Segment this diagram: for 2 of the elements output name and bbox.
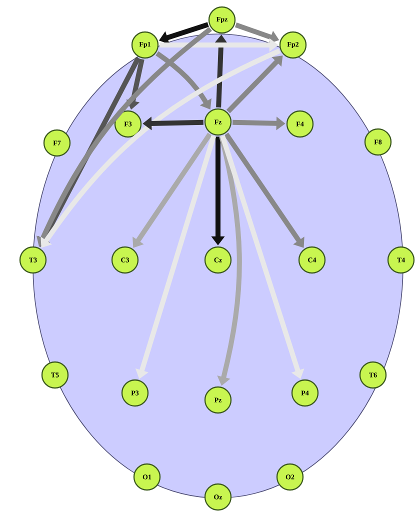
- arrow: [226, 56, 283, 114]
- arrow: [156, 51, 212, 110]
